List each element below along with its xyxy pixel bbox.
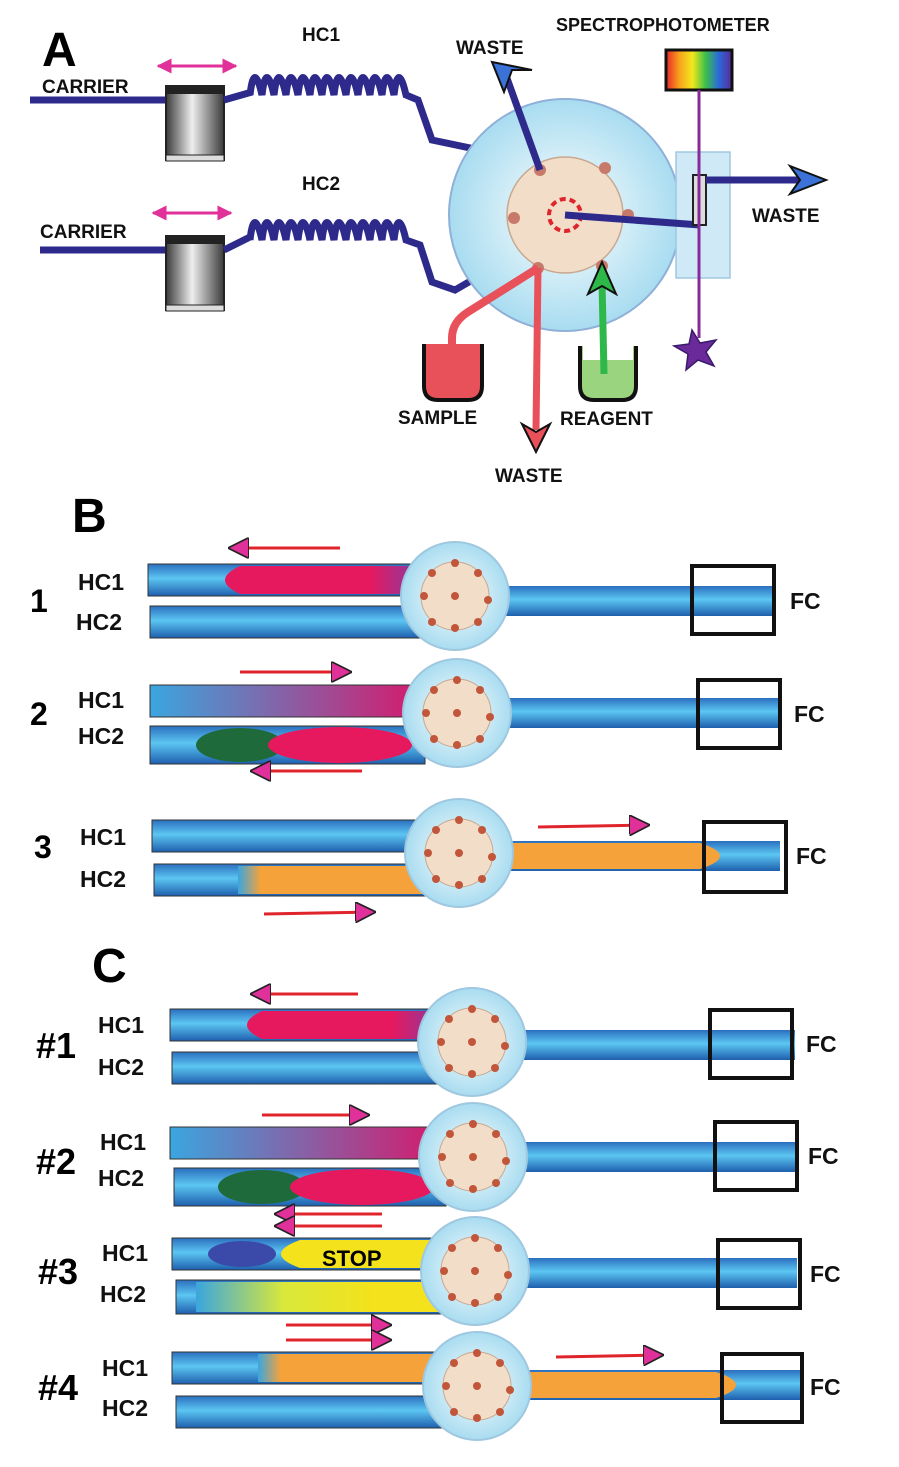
arrow-icon bbox=[519, 421, 553, 455]
waste-line-bottom bbox=[532, 267, 542, 431]
holding-coil-hc1 bbox=[246, 74, 558, 235]
step-label: 2 bbox=[30, 696, 48, 732]
pump-2 bbox=[165, 235, 225, 312]
hc1-label: HC1 bbox=[78, 687, 124, 713]
carrier-label-1: CARRIER bbox=[42, 77, 129, 98]
hc2-label: HC2 bbox=[78, 723, 124, 749]
holding-coil-hc2 bbox=[246, 219, 557, 294]
fc-label: FC bbox=[806, 1031, 837, 1057]
flow-cell bbox=[696, 678, 782, 750]
hc1-label: HC1 bbox=[100, 1129, 146, 1155]
hc1-label: HC1 bbox=[302, 25, 340, 46]
panel-c-step-3: #3 HC1 HC2 STOP FC bbox=[38, 1214, 841, 1326]
panel-b-letter: B bbox=[72, 490, 107, 543]
arrow-icon bbox=[490, 60, 533, 95]
sample-vial bbox=[422, 344, 484, 402]
panel-c-letter: C bbox=[92, 940, 127, 993]
hc1-label: HC1 bbox=[80, 824, 126, 850]
panel-b-step-3: 3 HC1 HC2 FC bbox=[34, 798, 827, 914]
reagent-line bbox=[598, 281, 608, 375]
panel-b-step-1: 1 HC1 HC2 FC bbox=[30, 542, 821, 651]
sample-line bbox=[448, 264, 541, 362]
flow-cell bbox=[713, 1120, 799, 1192]
panel-c-step-4: #4 HC1 HC2 FC bbox=[38, 1325, 841, 1441]
fc-label: FC bbox=[790, 588, 821, 614]
hc1-label: HC1 bbox=[98, 1012, 144, 1038]
panel-c-step-1: #1 HC1 HC2 FC bbox=[36, 988, 837, 1097]
flow-arrow bbox=[555, 1355, 662, 1357]
hc2-label: HC2 bbox=[302, 174, 340, 195]
hc1-label: HC1 bbox=[102, 1240, 148, 1266]
fc-label: FC bbox=[808, 1143, 839, 1169]
flow-cell bbox=[708, 1008, 794, 1080]
spectrophotometer-label: SPECTROPHOTOMETER bbox=[556, 15, 770, 35]
flow-cell bbox=[720, 1352, 804, 1424]
waste-line-top bbox=[500, 68, 544, 172]
step-label: 3 bbox=[34, 829, 52, 865]
pump-1 bbox=[165, 85, 225, 162]
flow-cell bbox=[702, 820, 788, 894]
carrier-label-2: CARRIER bbox=[40, 222, 127, 243]
fc-label: FC bbox=[810, 1374, 841, 1400]
hc2-label: HC2 bbox=[100, 1281, 146, 1307]
waste-label-top: WASTE bbox=[456, 38, 524, 59]
sample-label: SAMPLE bbox=[398, 408, 477, 429]
hc2-label: HC2 bbox=[76, 609, 122, 635]
panel-a-letter: A bbox=[42, 24, 77, 77]
flow-cell bbox=[716, 1238, 802, 1310]
step-label: #1 bbox=[36, 1025, 76, 1066]
fc-label: FC bbox=[796, 843, 827, 869]
flow-arrow bbox=[537, 825, 648, 827]
hc1-label: HC1 bbox=[78, 569, 124, 595]
panel-c-step-2: #2 HC1 HC2 FC bbox=[36, 1102, 839, 1212]
star-icon bbox=[671, 328, 718, 372]
reagent-label: REAGENT bbox=[560, 409, 653, 430]
step-label: #3 bbox=[38, 1251, 78, 1292]
hc2-label: HC2 bbox=[80, 866, 126, 892]
hc2-label: HC2 bbox=[102, 1395, 148, 1421]
arrow-icon bbox=[585, 259, 619, 297]
step-label: 1 bbox=[30, 583, 48, 619]
step-label: #4 bbox=[38, 1367, 78, 1408]
fc-label: FC bbox=[794, 701, 825, 727]
waste-label-right: WASTE bbox=[752, 206, 820, 227]
hc1-label: HC1 bbox=[102, 1355, 148, 1381]
fc-label: FC bbox=[810, 1261, 841, 1287]
stop-label: STOP bbox=[322, 1246, 382, 1271]
flow-arrow bbox=[263, 912, 374, 914]
waste-label-bottom: WASTE bbox=[495, 466, 563, 487]
step-label: #2 bbox=[36, 1141, 76, 1182]
hc2-label: HC2 bbox=[98, 1165, 144, 1191]
panel-b-step-2: 2 HC1 HC2 FC bbox=[30, 658, 825, 771]
flow-cell bbox=[690, 564, 776, 636]
spectrum-icon bbox=[664, 48, 734, 92]
arrow-icon bbox=[787, 163, 829, 197]
hc2-label: HC2 bbox=[98, 1054, 144, 1080]
